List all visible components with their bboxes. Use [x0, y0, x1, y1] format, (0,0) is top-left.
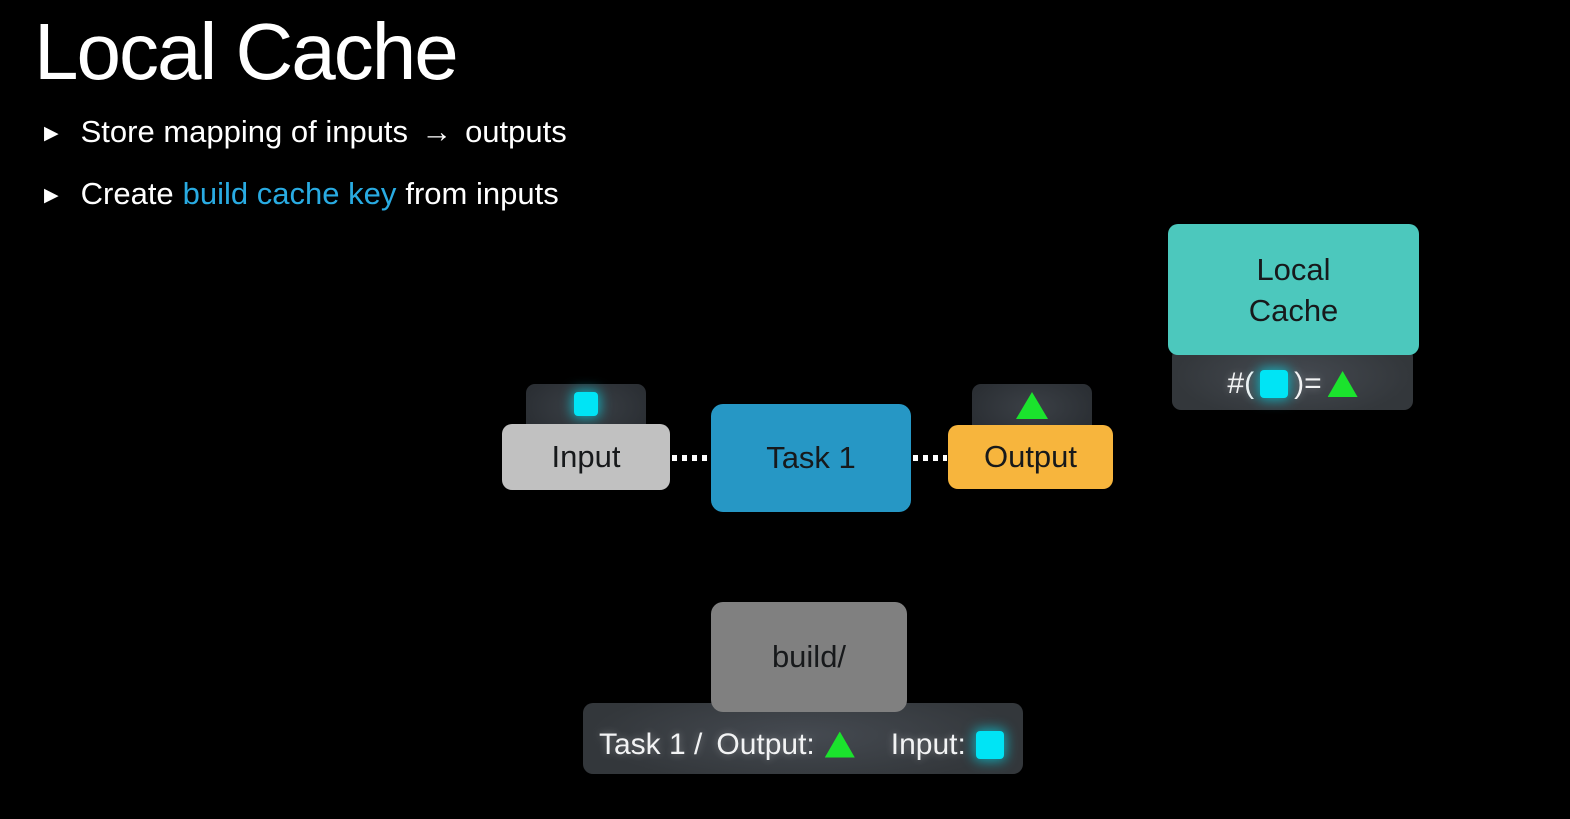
cyan-square-icon — [975, 730, 1004, 759]
task-node-label: Task 1 — [766, 440, 856, 475]
cyan-square-icon — [1260, 370, 1289, 398]
bullet2-highlight: build cache key — [182, 176, 397, 211]
cyan-square-icon — [574, 392, 598, 416]
build-key-input: Input: — [891, 728, 1007, 762]
task-node: Task 1 — [711, 404, 911, 512]
build-key-bar: Task 1 / Output: Input: — [583, 703, 1023, 774]
formula-open: #( — [1227, 367, 1255, 400]
green-triangle-icon — [1016, 392, 1048, 419]
right-arrow-glyph: → — [421, 114, 453, 149]
green-triangle-icon — [824, 731, 855, 758]
bullet2-post: from inputs — [405, 176, 559, 211]
connector-task-output — [913, 455, 947, 461]
bullet-store-mapping: ▶ Store mapping of inputs → outputs — [44, 114, 567, 150]
output-label: Output: — [716, 727, 815, 761]
build-node: build/ — [711, 602, 907, 712]
connector-input-task — [672, 455, 710, 461]
cache-key-formula-bar: #( )= — [1172, 348, 1413, 410]
build-key-task: Task 1 / — [599, 727, 703, 761]
bullet1-pre: Store mapping of inputs — [80, 114, 409, 149]
output-node-label: Output — [983, 439, 1078, 474]
bullet-triangle-icon: ▶ — [44, 184, 59, 206]
bullet-text: Create build cache key from inputs — [81, 176, 559, 212]
input-node: Input — [502, 424, 670, 490]
bullet1-post: outputs — [465, 114, 567, 149]
input-label: Input: — [890, 727, 966, 761]
input-node-label: Input — [551, 439, 621, 474]
slide-title: Local Cache — [34, 7, 459, 96]
output-node: Output — [948, 425, 1113, 489]
bullet-triangle-icon: ▶ — [44, 122, 59, 144]
build-key-output: Output: — [716, 727, 855, 762]
green-triangle-icon — [1327, 371, 1358, 397]
bullet-create-cache-key: ▶ Create build cache key from inputs — [44, 176, 559, 212]
bullet2-pre: Create — [80, 176, 174, 211]
build-node-label: build/ — [771, 639, 847, 674]
formula-close: )= — [1294, 367, 1322, 400]
local-cache-label-line1: Local — [1256, 251, 1331, 287]
local-cache-label-line2: Cache — [1248, 292, 1339, 328]
local-cache-node: Local Cache — [1168, 224, 1419, 355]
bullet-text: Store mapping of inputs → outputs — [81, 114, 567, 150]
